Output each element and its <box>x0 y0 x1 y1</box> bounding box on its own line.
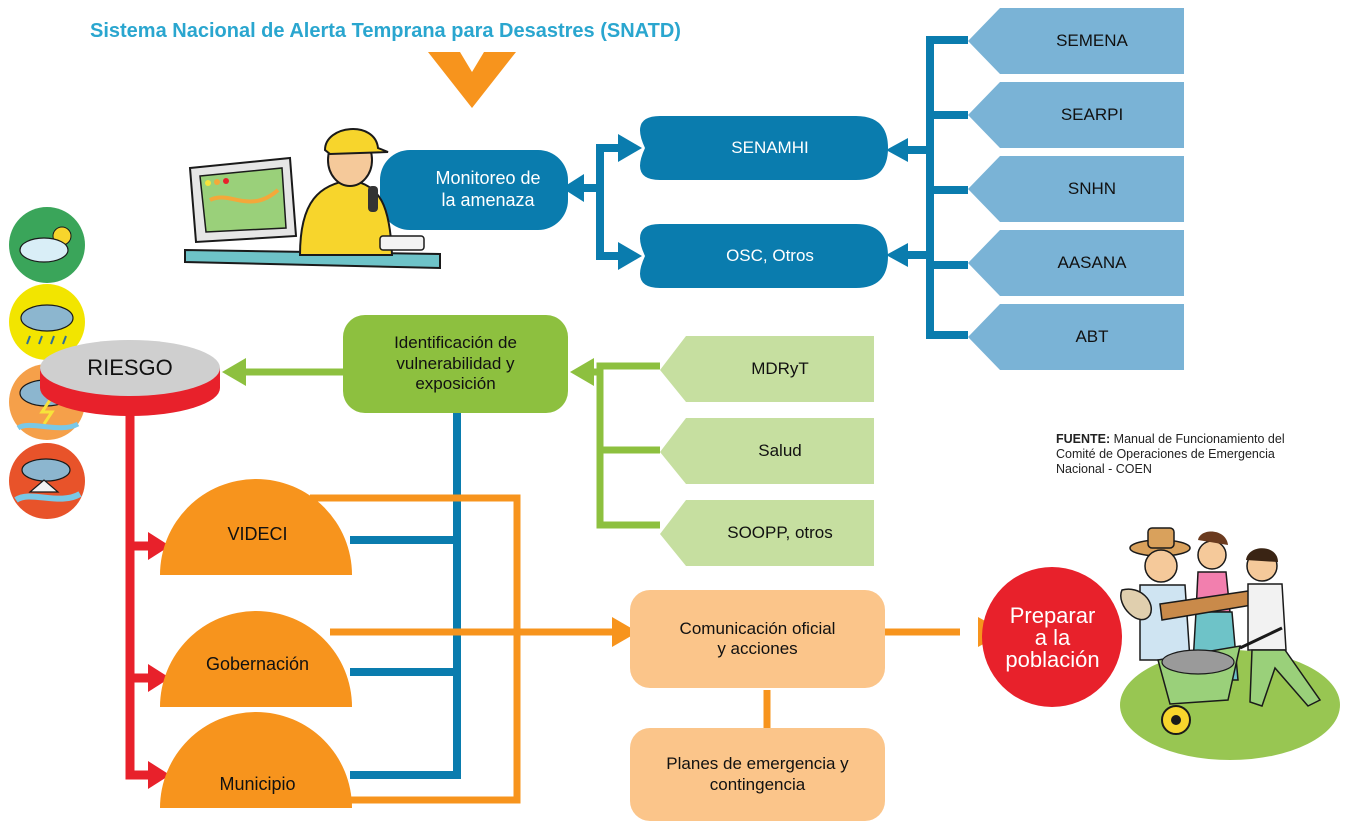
arrow-to-gobernacion <box>148 664 170 692</box>
preparar-circle <box>982 567 1122 707</box>
source-semena: SEMENA <box>1056 30 1128 50</box>
source-citation: FUENTE: Manual de Funcionamiento del Com… <box>1056 432 1291 477</box>
planes-label: Planes de emergencia y contingencia <box>666 754 849 794</box>
source-prefix: FUENTE: <box>1056 432 1111 446</box>
source-searpi: SEARPI <box>1060 104 1124 124</box>
title-chevron-icon <box>428 52 516 108</box>
arrow-osc-in <box>618 242 642 270</box>
red-arrowheads <box>148 532 170 789</box>
source-text: Manual de Funcionamiento del Comité de O… <box>1056 432 1285 476</box>
comunicacion-label: Comunicación oficial y acciones <box>679 618 836 658</box>
monitoreo-shape <box>380 150 568 230</box>
hazard-source-shapes <box>968 8 1184 370</box>
arrow-to-osc <box>886 243 908 267</box>
comunicacion-shape <box>630 590 885 688</box>
blue-connectors <box>350 36 968 779</box>
vulnerabilidad-shape <box>343 315 568 413</box>
vuln-source-soopp: SOOPP, otros <box>727 522 833 542</box>
source-aasana: AASANA <box>1057 252 1127 272</box>
orange-connectors <box>310 494 960 804</box>
arrow-to-videci <box>148 532 170 560</box>
riesgo-label: RIESGO <box>87 354 173 380</box>
green-connectors <box>240 362 660 529</box>
agency-senamhi: SENAMHI <box>731 137 809 157</box>
operator-illustration <box>184 128 441 270</box>
blue-arrowheads <box>562 134 908 270</box>
disaster-flood-icon <box>14 458 82 503</box>
arrow-to-vulnerabilidad <box>570 358 594 386</box>
arrow-to-monitoreo <box>562 174 584 202</box>
planes-shape <box>630 728 885 821</box>
riesgo-disc <box>40 340 220 416</box>
arrow-senamhi-in <box>618 134 642 162</box>
vulnerabilidad-label: Identificación de vulnerabilidad y expos… <box>394 333 517 394</box>
authority-videci: VIDECI <box>227 524 288 545</box>
rain-cloud-icon <box>20 304 74 345</box>
authority-municipio: Municipio <box>219 774 296 795</box>
arrow-to-municipio <box>148 761 170 789</box>
cloud-sun-icon <box>19 226 72 263</box>
preparar-label: Preparar a la población <box>1005 602 1100 672</box>
source-abt: ABT <box>1075 326 1109 346</box>
green-arrowheads <box>222 358 594 386</box>
authority-shapes <box>160 479 352 808</box>
arrow-to-senamhi <box>886 138 908 162</box>
arrow-to-riesgo <box>222 358 246 386</box>
source-snhn: SNHN <box>1067 178 1117 198</box>
red-connectors <box>125 395 150 780</box>
authority-gobernacion: Gobernación <box>205 654 310 675</box>
arrow-to-comunicacion <box>612 617 638 647</box>
vuln-source-salud: Salud <box>758 440 802 460</box>
population-illustration <box>1120 527 1340 760</box>
vuln-source-mdryt: MDRyT <box>751 358 809 378</box>
agency-shapes <box>640 116 888 288</box>
vulnerability-source-shapes <box>660 336 874 566</box>
agency-osc: OSC, Otros <box>726 245 814 265</box>
page-title: Sistema Nacional de Alerta Temprana para… <box>90 20 681 42</box>
monitoreo-label: Monitoreo de la amenaza <box>435 168 541 210</box>
